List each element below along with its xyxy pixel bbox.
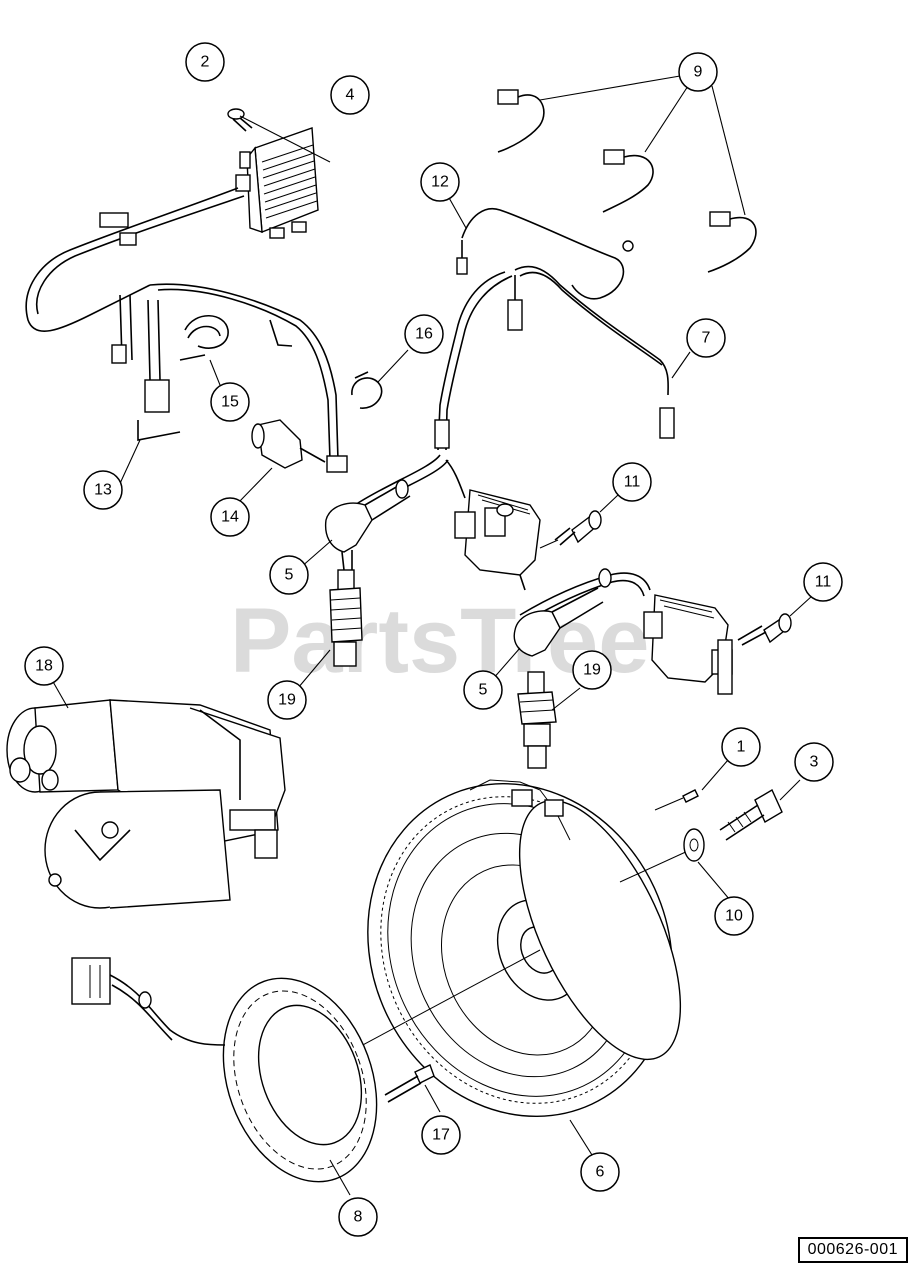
callout-5-lower: 5 <box>463 670 503 710</box>
part-11-bolt-lower <box>737 613 792 646</box>
svg-text:16: 16 <box>415 326 433 343</box>
callout-6: 6 <box>580 1152 620 1192</box>
part-10-washer <box>683 828 705 862</box>
svg-text:19: 19 <box>278 692 296 709</box>
svg-text:6: 6 <box>596 1164 605 1181</box>
callout-5-upper: 5 <box>269 555 309 595</box>
callout-1: 1 <box>721 727 761 767</box>
callout-3: 3 <box>794 742 834 782</box>
callout-4: 4 <box>330 75 370 115</box>
svg-text:18: 18 <box>35 658 53 675</box>
reference-code: 000626-001 <box>797 1237 908 1263</box>
callout-10: 10 <box>714 896 754 936</box>
svg-text:1: 1 <box>737 739 746 756</box>
ignition-coil-lower <box>519 568 733 695</box>
svg-text:19: 19 <box>583 662 601 679</box>
svg-text:13: 13 <box>94 482 112 499</box>
svg-text:11: 11 <box>815 574 832 591</box>
ignition-coil-upper <box>354 271 541 591</box>
svg-text:2: 2 <box>201 54 210 71</box>
part-11-bolt-upper <box>554 510 602 546</box>
callout-16: 16 <box>404 314 444 354</box>
part-7-wire-lead <box>507 265 675 439</box>
part-8-stator <box>71 957 378 1183</box>
callout-8: 8 <box>338 1197 378 1237</box>
part-19-spark-plug-upper <box>329 569 363 667</box>
svg-text:5: 5 <box>479 682 488 699</box>
svg-text:7: 7 <box>702 330 711 347</box>
part-5-plug-boot-lower <box>513 587 604 657</box>
svg-text:17: 17 <box>432 1127 450 1144</box>
part-9-connectors <box>497 89 757 273</box>
callout-18: 18 <box>24 646 64 686</box>
callout-19-lower: 19 <box>572 650 612 690</box>
callout-17: 17 <box>421 1115 461 1155</box>
part-19-spark-plug-lower <box>517 671 557 769</box>
part-4-module <box>235 127 319 239</box>
part-12-wire-lead <box>456 208 634 300</box>
callout-19-upper: 19 <box>267 680 307 720</box>
part-1-key <box>654 789 699 811</box>
callout-15: 15 <box>210 382 250 422</box>
part-13-wire-harness <box>25 187 348 473</box>
svg-text:9: 9 <box>694 64 703 81</box>
callout-14: 14 <box>210 497 250 537</box>
svg-text:8: 8 <box>354 1209 363 1226</box>
callout-2: 2 <box>185 42 225 82</box>
part-18-starter-motor <box>6 699 286 909</box>
part-16-clip <box>351 371 383 409</box>
callout-13: 13 <box>83 470 123 510</box>
part-15-clip <box>179 315 229 361</box>
svg-text:4: 4 <box>346 87 355 104</box>
svg-text:3: 3 <box>810 754 819 771</box>
svg-text:5: 5 <box>285 567 294 584</box>
part-17-screw <box>384 1064 435 1103</box>
callout-11-upper: 11 <box>612 462 652 502</box>
svg-text:10: 10 <box>725 908 743 925</box>
callout-11-lower: 11 <box>803 562 843 602</box>
svg-text:12: 12 <box>431 174 449 191</box>
part-3-bolt <box>719 789 783 841</box>
part-14-switch <box>251 419 326 469</box>
svg-text:11: 11 <box>624 474 641 491</box>
svg-text:15: 15 <box>221 394 239 411</box>
part-5-plug-boot-upper <box>324 479 411 571</box>
callout-7: 7 <box>686 318 726 358</box>
callout-9: 9 <box>678 52 718 92</box>
svg-text:14: 14 <box>221 509 239 526</box>
callout-12: 12 <box>420 162 460 202</box>
